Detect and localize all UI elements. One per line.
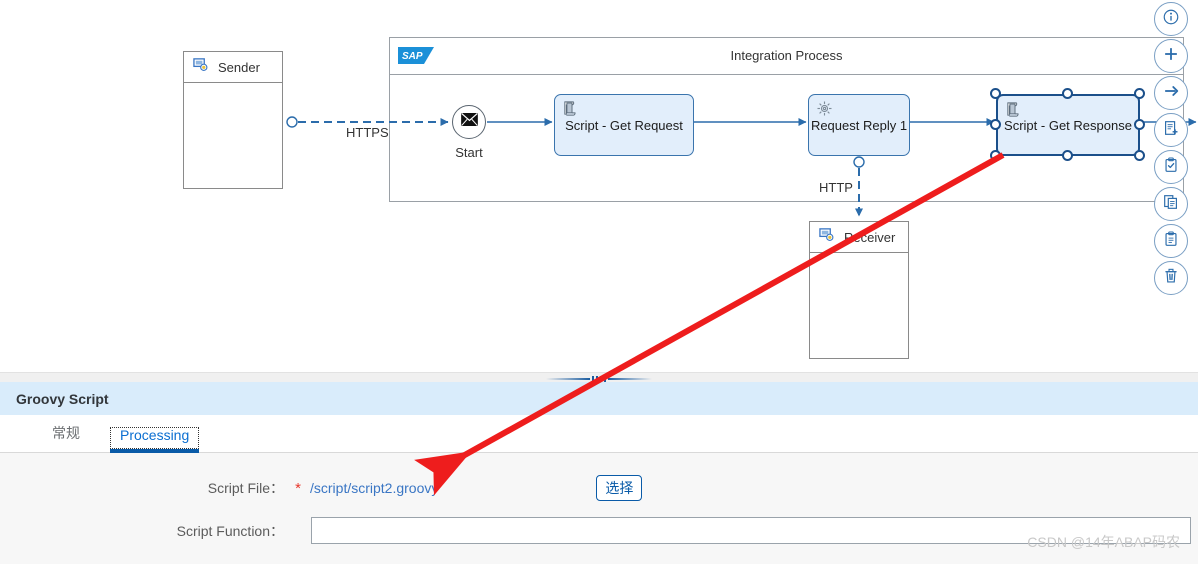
plus-icon: [1162, 45, 1180, 68]
required-marker: *: [295, 479, 301, 497]
form-row-script-function: Script Function：: [0, 517, 1198, 544]
tab-general[interactable]: 常规: [42, 423, 90, 452]
page-title: Groovy Script: [16, 390, 109, 407]
message-envelope-icon: [460, 113, 478, 131]
selection-handle-ne[interactable]: [1134, 88, 1145, 99]
selection-handle-nw[interactable]: [990, 88, 1001, 99]
selection-handle-se[interactable]: [1134, 150, 1145, 161]
script-function-input[interactable]: [311, 517, 1191, 544]
tab-label: Processing: [120, 427, 190, 443]
properties-form: Script File： * /script/script2.groovy 选择…: [0, 453, 1198, 544]
delete-button[interactable]: [1154, 261, 1188, 295]
selection-handle-e[interactable]: [1134, 119, 1145, 130]
tab-processing[interactable]: Processing: [110, 427, 200, 453]
choose-button[interactable]: 选择: [596, 475, 643, 501]
task-script-get-request[interactable]: Script - Get Request: [554, 94, 694, 156]
paste-icon: [1162, 230, 1180, 253]
paste-button[interactable]: [1154, 224, 1188, 258]
task-label: Script - Get Response: [1004, 117, 1132, 133]
watermark: CSDN @14年ABAP码农: [1027, 534, 1180, 550]
script-file-link[interactable]: /script/script2.groovy: [310, 480, 439, 496]
task-request-reply-1[interactable]: Request Reply 1: [808, 94, 910, 156]
script-file-label: Script File：: [207, 480, 284, 496]
task-label: Script - Get Request: [565, 117, 683, 133]
canvas-toolbar: [1154, 2, 1190, 295]
properties-panel: Groovy Script 常规 Processing Script File：…: [0, 382, 1198, 564]
svg-text:SAP: SAP: [402, 51, 423, 62]
selection-handle-s[interactable]: [1062, 150, 1073, 161]
start-event[interactable]: [452, 105, 486, 139]
splitter-bar-left: [546, 378, 590, 380]
info-button[interactable]: [1154, 2, 1188, 36]
arrow-right-icon: [1162, 82, 1180, 105]
validate-button[interactable]: [1154, 150, 1188, 184]
trash-icon: [1162, 267, 1180, 290]
properties-panel-header: Groovy Script: [0, 382, 1198, 415]
tab-label: 常规: [52, 425, 80, 441]
task-label: Request Reply 1: [810, 117, 908, 133]
pool-header: SAP Integration Process: [390, 38, 1183, 75]
connect-button[interactable]: [1154, 76, 1188, 110]
edge-label-http: HTTP: [819, 180, 853, 195]
clipboard-check-icon: [1162, 156, 1180, 179]
selection-handle-w[interactable]: [990, 119, 1001, 130]
connector-layer: [286, 116, 1197, 217]
add-button[interactable]: [1154, 39, 1188, 73]
sender-participant[interactable]: Sender: [183, 51, 283, 189]
add-document-button[interactable]: [1154, 113, 1188, 147]
selection-handle-sw[interactable]: [990, 150, 1001, 161]
pool-title: Integration Process: [730, 48, 843, 63]
form-row-script-file: Script File： * /script/script2.groovy 选择: [0, 475, 1198, 501]
properties-tabs: 常规 Processing: [0, 415, 1198, 453]
splitter-bar-right: [608, 378, 652, 380]
copy-button[interactable]: [1154, 187, 1188, 221]
bpmn-canvas[interactable]: Sender Receiver: [0, 0, 1198, 372]
participant-icon: [193, 57, 208, 77]
gear-icon: [816, 100, 833, 117]
copy-icon: [1162, 193, 1180, 216]
edge-label-https: HTTPS: [346, 125, 389, 140]
sap-logo: SAP: [398, 47, 434, 64]
document-add-icon: [1162, 119, 1180, 142]
sender-title: Sender: [218, 59, 260, 75]
selection-handle-n[interactable]: [1062, 88, 1073, 99]
script-function-label: Script Function：: [176, 522, 284, 539]
sender-header: Sender: [184, 52, 282, 83]
script-icon: [562, 100, 579, 117]
info-icon: [1162, 8, 1180, 31]
script-icon: [1005, 101, 1022, 118]
